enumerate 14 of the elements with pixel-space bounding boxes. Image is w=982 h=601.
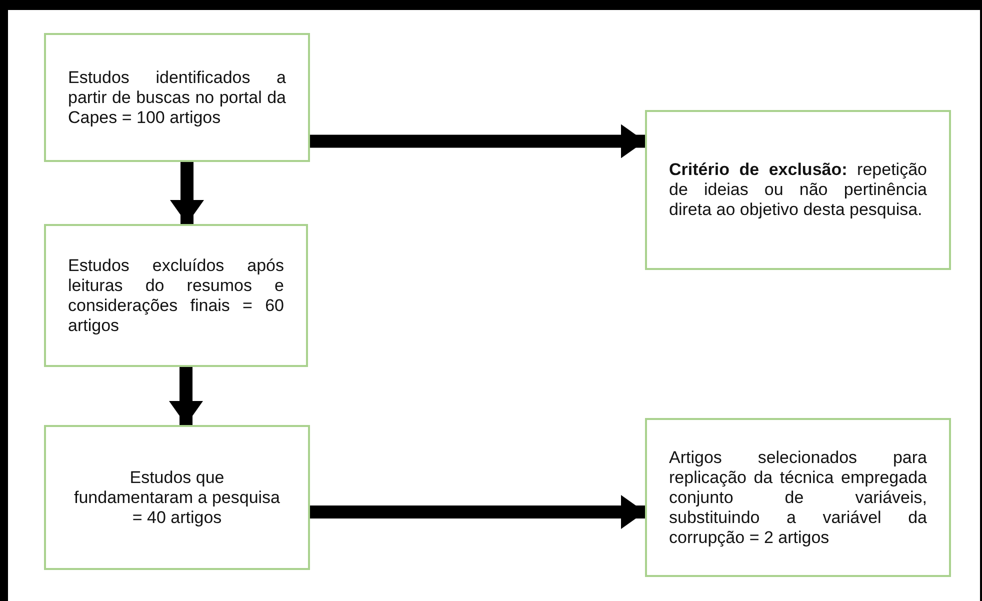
box-text: Critério de exclusão: repetição de ideias ou não pertinência direta ao objetivo desta pesquisa. [669, 160, 927, 220]
process-box [645, 418, 951, 577]
block-arrow [310, 124, 645, 158]
box-text: Estudos que fundamentaram a pesquisa = 40 artigos [72, 468, 282, 528]
box-text: Estudos excluídos após leituras do resumos e considerações finais = 60 artigos [68, 256, 284, 336]
process-box [645, 110, 951, 270]
process-box [44, 224, 308, 367]
box-text: Estudos identificados a partir de buscas no portal da Capes = 100 artigos [68, 68, 286, 128]
block-arrow [169, 367, 203, 425]
block-arrow [310, 495, 645, 529]
block-arrow [170, 162, 204, 224]
process-box [44, 33, 310, 162]
process-box [44, 425, 310, 570]
box-text: Artigos selecionados para replicação da técnica empregada conjunto de variáveis, substituindo a variável da corrupção = 2 artigos [669, 448, 927, 548]
